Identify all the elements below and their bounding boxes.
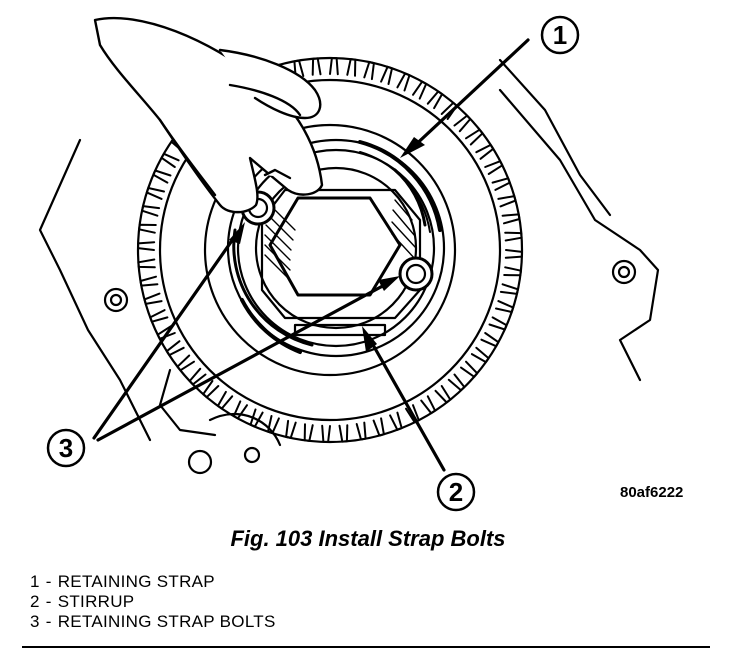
gear-tooth [426,90,444,110]
gear-tooth [285,419,297,439]
figure-caption: Fig. 103 Install Strap Bolts [230,526,506,551]
legend-number: 1 [30,572,40,591]
legend-label: RETAINING STRAP [57,572,215,591]
gear-tooth [188,367,207,386]
legend-separator: - [45,572,52,591]
gear-tooth [396,72,411,92]
gear-tooth [447,373,466,392]
gear-tooth [504,231,523,242]
gear-tooth [311,57,322,76]
gear-tooth [380,65,393,85]
gear-tooth [475,143,495,160]
gear-tooth [412,80,428,100]
legend-separator: - [45,592,52,611]
gear-tooth [453,114,472,133]
gear-tooth [491,177,511,191]
gear-tooth [488,316,508,331]
gear-tooth [460,360,479,378]
legend-label: RETAINING STRAP BOLTS [57,612,276,631]
crankshaft-hex-nut [268,196,402,297]
gear-tooth [470,346,490,364]
gear-tooth [232,400,248,420]
gear-tooth [389,411,403,431]
legend-label: STIRRUP [57,592,135,611]
gear-tooth [329,57,339,76]
gear-tooth [497,195,517,208]
gear-tooth [137,241,156,251]
bottom-rule [22,646,710,648]
gear-tooth [465,128,484,146]
gear-tooth [267,415,280,435]
legend-separator: - [45,612,52,631]
gear-tooth [346,58,357,77]
gear-tooth [372,417,385,437]
gear-tooth [143,292,163,305]
technician-hand [93,16,324,214]
gear-tooth [355,421,367,441]
gear-tooth [501,213,521,225]
gear-tooth [138,223,157,234]
gear-tooth [293,59,305,79]
callout-2 [362,326,476,512]
gear-tooth [434,385,452,404]
retaining-strap-bolt-right [398,256,434,292]
gear-tooth [165,340,185,357]
gear-tooth [141,205,161,217]
gear-tooth [495,300,515,313]
gear-tooth [145,187,165,200]
gear-tooth [480,332,500,348]
callout-1 [400,15,580,158]
gear-tooth [216,390,234,410]
gear-tooth [137,258,156,269]
callout-1-number: 1 [553,20,567,50]
legend-item: 1-RETAINING STRAP [30,572,720,592]
gear-tooth [202,380,220,399]
engine-block-outline [38,58,660,475]
legend-number: 2 [30,592,40,611]
gear-tooth [504,249,523,259]
gear-tooth [484,160,504,175]
figure-id: 80af6222 [620,484,683,501]
legend-number: 3 [30,612,40,631]
gear-tooth [321,424,331,443]
gear-tooth [139,275,159,287]
callout-3 [46,222,400,468]
gear-tooth [338,424,349,443]
callout-3-number: 3 [59,433,73,463]
stirrup [260,188,422,337]
gear-tooth [363,61,375,81]
legend: 1-RETAINING STRAP 2-STIRRUP 3-RETAINING … [30,572,720,632]
gear-tooth [303,423,314,442]
legend-item: 3-RETAINING STRAP BOLTS [30,612,720,632]
gear-tooth [149,309,169,323]
flexplate-ring-gear [136,56,524,444]
gear-tooth [499,283,519,295]
gear-tooth [503,266,522,277]
gear-tooth [249,408,264,428]
callout-2-number: 2 [449,477,463,507]
gear-tooth [176,354,195,372]
strap-bolt-illustration: 1 2 3 80af6222 [38,15,683,512]
gear-tooth [160,152,180,168]
gear-tooth [420,395,437,415]
retaining-strap [240,140,442,354]
gear-tooth [152,169,172,184]
legend-item: 2-STIRRUP [30,592,720,612]
